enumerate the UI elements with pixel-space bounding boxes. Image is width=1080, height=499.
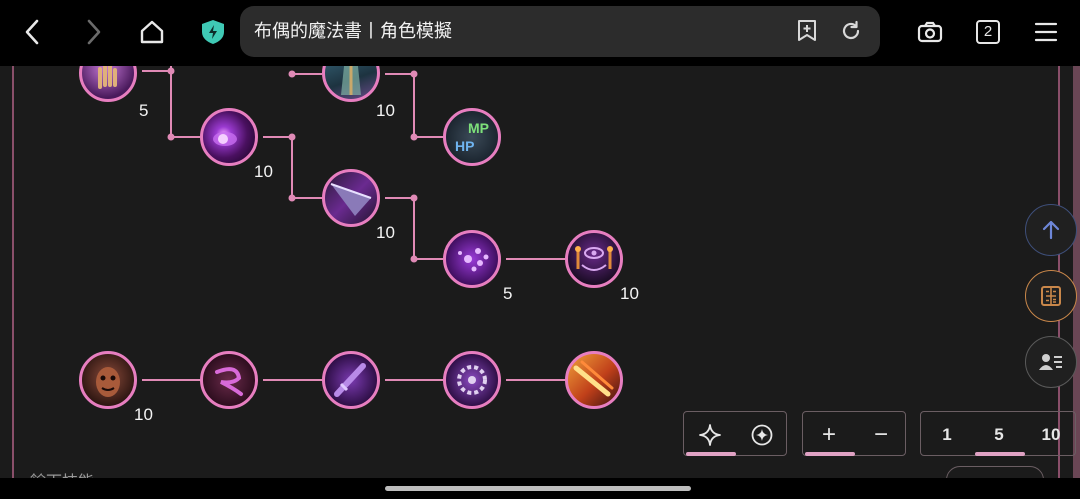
- step-option-5[interactable]: 5: [994, 424, 1004, 444]
- tabs-button[interactable]: 2: [963, 8, 1013, 56]
- forward-button[interactable]: [68, 8, 118, 56]
- step-size-group: 1 5 10: [920, 411, 1076, 456]
- home-indicator[interactable]: [385, 486, 691, 491]
- panel-border-left: [12, 66, 14, 499]
- sparkle-mode-button[interactable]: [684, 412, 736, 457]
- camera-button[interactable]: [905, 8, 955, 56]
- home-icon: [140, 20, 164, 44]
- skill-node-eye[interactable]: [565, 230, 623, 288]
- fire-slash-icon: [573, 360, 614, 397]
- hand-icon: [98, 66, 117, 89]
- reload-icon: [842, 20, 860, 40]
- chevron-right-icon: [87, 19, 101, 45]
- zoom-group: + −: [802, 411, 906, 456]
- skill-level-arrow: 10: [376, 223, 395, 242]
- bookmark-plus-icon: [798, 20, 816, 41]
- zoom-selected-indicator: [805, 452, 855, 456]
- swirl-icon: [215, 367, 243, 396]
- page-title: 布偶的魔法書丨角色模擬: [254, 21, 452, 41]
- skill-level-burst: 5: [503, 284, 513, 303]
- reload-button[interactable]: [826, 7, 876, 55]
- security-shield[interactable]: [188, 8, 238, 56]
- svg-text:MP: MP: [468, 120, 489, 136]
- arrow-up-icon: [1042, 220, 1060, 240]
- back-button[interactable]: [8, 8, 58, 56]
- step-option-1[interactable]: 1: [942, 424, 952, 444]
- skill-level-orb: 10: [254, 162, 273, 181]
- energy-burst-icon: [458, 248, 489, 272]
- magic-orb-icon: [213, 132, 237, 146]
- hamburger-menu-icon: [1034, 22, 1058, 42]
- tab-count: 2: [976, 20, 1000, 44]
- skill-node-blade[interactable]: [322, 351, 380, 409]
- shield-bolt-icon: [202, 20, 224, 44]
- scroll-to-top-button[interactable]: [1025, 204, 1077, 256]
- chevron-left-icon: [25, 19, 39, 45]
- step-option-10[interactable]: 10: [1041, 424, 1061, 444]
- skill-node-swirl[interactable]: [200, 351, 258, 409]
- skill-node-burst[interactable]: [443, 230, 501, 288]
- home-button[interactable]: [127, 8, 177, 56]
- target-mode-button[interactable]: [736, 412, 788, 457]
- bookmark-add-button[interactable]: [782, 7, 832, 55]
- mode-selected-indicator: [686, 452, 736, 456]
- step-selected-indicator: [975, 452, 1025, 456]
- camera-icon: [917, 21, 943, 43]
- browser-toolbar: 布偶的魔法書丨角色模擬 2: [0, 0, 1080, 66]
- skill-node-slash[interactable]: [565, 351, 623, 409]
- skill-node-mp-hp[interactable]: MP HP: [443, 108, 501, 166]
- sword-icon: [334, 363, 366, 397]
- robed-figure-icon: [341, 66, 361, 95]
- saw-blade-icon: [457, 365, 487, 395]
- skill-level-palm: 5: [139, 101, 149, 120]
- masked-face-icon: [96, 367, 120, 397]
- calculator-icon: [1041, 286, 1061, 306]
- skill-tree-connectors: [142, 66, 565, 381]
- skill-level-face: 10: [134, 405, 153, 424]
- compass-star-icon: [751, 424, 773, 445]
- mp-hp-icon: MP HP: [455, 120, 489, 154]
- skill-node-orb[interactable]: [200, 108, 258, 166]
- skill-node-saw[interactable]: [443, 351, 501, 409]
- character-info-button[interactable]: [1025, 336, 1077, 388]
- zoom-in-button[interactable]: +: [821, 420, 836, 448]
- skill-level-eye: 10: [620, 284, 639, 303]
- skill-level-staff: 10: [376, 101, 395, 120]
- address-bar[interactable]: 布偶的魔法書丨角色模擬: [240, 6, 880, 57]
- eye-torch-icon: [575, 246, 613, 271]
- person-list-icon: [1039, 354, 1062, 370]
- menu-button[interactable]: [1021, 8, 1071, 56]
- skill-simulator-page: 5 10 10 MP HP 10 5: [0, 66, 1080, 499]
- page-scrollbar[interactable]: [1073, 66, 1080, 499]
- calculator-button[interactable]: [1025, 270, 1077, 322]
- arrow-shot-icon: [330, 183, 372, 216]
- skill-node-arrow[interactable]: [322, 169, 380, 227]
- svg-text:HP: HP: [455, 138, 474, 154]
- skill-node-face[interactable]: [79, 351, 137, 409]
- zoom-out-button[interactable]: −: [873, 420, 888, 448]
- sparkle-icon: [699, 423, 721, 446]
- mode-toggle-group: [683, 411, 787, 456]
